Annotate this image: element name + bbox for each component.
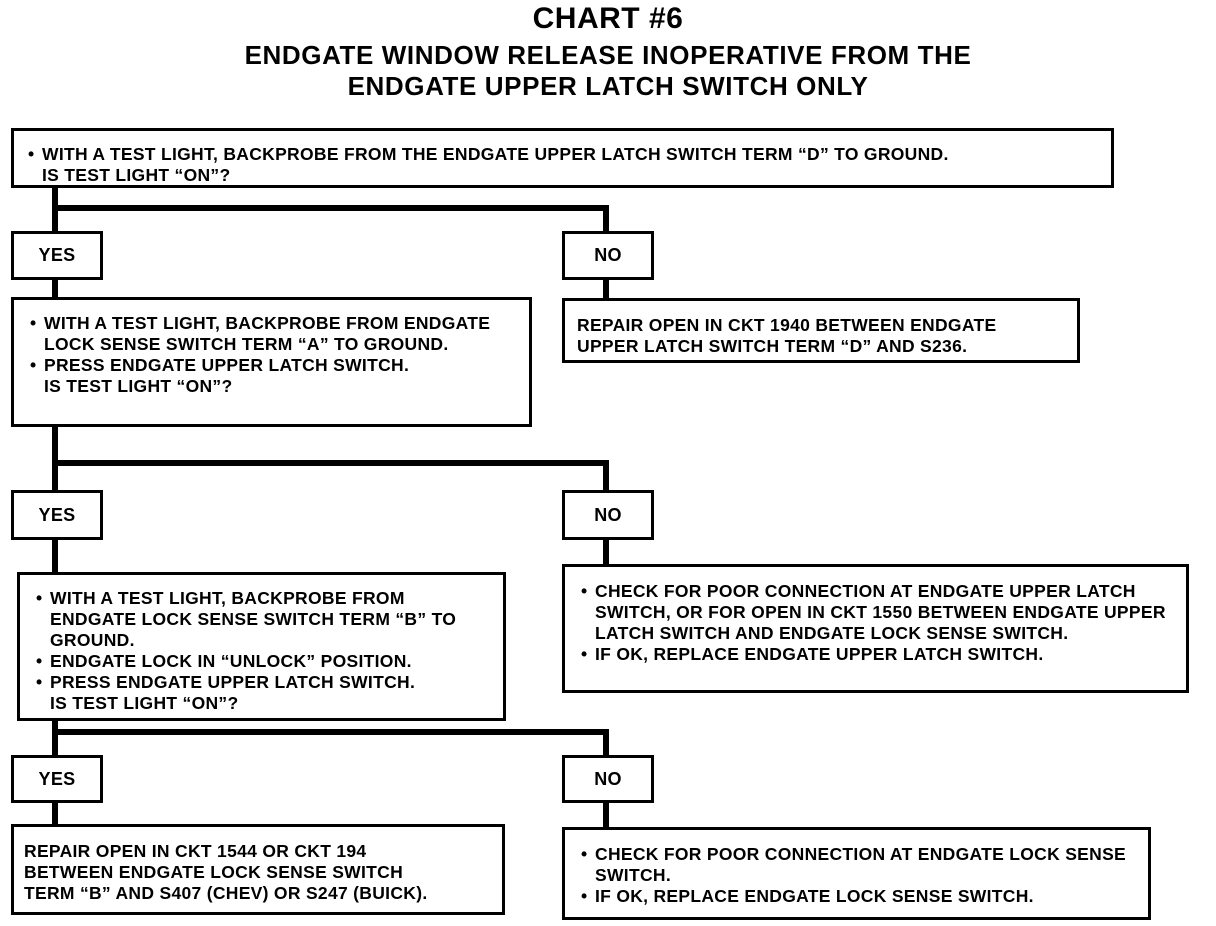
connector (52, 278, 58, 299)
connector (52, 719, 58, 757)
connector (603, 278, 609, 300)
connector (603, 538, 609, 566)
no3-result-2: IF OK, REPLACE ENDGATE LOCK SENSE SWITCH… (579, 886, 1138, 907)
no3-result-box: CHECK FOR POOR CONNECTION AT ENDGATE LOC… (562, 827, 1151, 920)
connector (52, 460, 609, 466)
step2-box: WITH A TEST LIGHT, BACKPROBE FROM ENDGAT… (11, 297, 532, 427)
step2-question: IS TEST LIGHT “ON”? (44, 376, 233, 396)
no1-result-line-2: UPPER LATCH SWITCH TERM “D” AND S236. (577, 336, 968, 356)
no-label-3: NO (562, 755, 654, 803)
connector (52, 538, 58, 574)
yes-label-3: YES (11, 755, 103, 803)
no1-result-box: REPAIR OPEN IN CKT 1940 BETWEEN ENDGATE … (562, 298, 1080, 363)
no2-result-1: CHECK FOR POOR CONNECTION AT ENDGATE UPP… (579, 581, 1176, 644)
connector (52, 729, 609, 735)
step3-question: IS TEST LIGHT “ON”? (50, 693, 239, 713)
step2-instruction-1: WITH A TEST LIGHT, BACKPROBE FROM ENDGAT… (28, 313, 519, 355)
connector (52, 425, 58, 492)
connector (603, 205, 609, 233)
chart-title: CHART #6 (532, 2, 684, 35)
connector (52, 205, 609, 211)
yes-label-2: YES (11, 490, 103, 540)
connector (603, 801, 609, 829)
yes3-result-box: REPAIR OPEN IN CKT 1544 OR CKT 194 BETWE… (11, 824, 505, 915)
step3-instruction-3: PRESS ENDGATE UPPER LATCH SWITCH. (34, 672, 493, 693)
no3-result-1: CHECK FOR POOR CONNECTION AT ENDGATE LOC… (579, 844, 1138, 886)
step2-instruction-2: PRESS ENDGATE UPPER LATCH SWITCH. (28, 355, 519, 376)
connector (52, 801, 58, 826)
step3-instruction-2: ENDGATE LOCK IN “UNLOCK” POSITION. (34, 651, 493, 672)
step1-box: WITH A TEST LIGHT, BACKPROBE FROM THE EN… (11, 128, 1114, 188)
step1-question: IS TEST LIGHT “ON”? (42, 165, 231, 185)
yes3-result-line-3: TERM “B” AND S407 (CHEV) OR S247 (BUICK)… (24, 883, 428, 903)
step3-instruction-1: WITH A TEST LIGHT, BACKPROBE FROM ENDGAT… (34, 588, 493, 651)
no2-result-2: IF OK, REPLACE ENDGATE UPPER LATCH SWITC… (579, 644, 1176, 665)
no1-result-line-1: REPAIR OPEN IN CKT 1940 BETWEEN ENDGATE (577, 315, 997, 335)
connector (603, 729, 609, 757)
subtitle-line-1: ENDGATE WINDOW RELEASE INOPERATIVE FROM … (244, 40, 972, 70)
yes-label-1: YES (11, 231, 103, 280)
yes3-result-line-1: REPAIR OPEN IN CKT 1544 OR CKT 194 (24, 841, 367, 861)
chart-subtitle: ENDGATE WINDOW RELEASE INOPERATIVE FROM … (0, 40, 1216, 102)
no2-result-box: CHECK FOR POOR CONNECTION AT ENDGATE UPP… (562, 564, 1189, 693)
no-label-2: NO (562, 490, 654, 540)
step1-instruction: WITH A TEST LIGHT, BACKPROBE FROM THE EN… (26, 144, 1099, 165)
connector (603, 460, 609, 492)
no-label-1: NO (562, 231, 654, 280)
yes3-result-line-2: BETWEEN ENDGATE LOCK SENSE SWITCH (24, 862, 404, 882)
step3-box: WITH A TEST LIGHT, BACKPROBE FROM ENDGAT… (17, 572, 506, 721)
subtitle-line-2: ENDGATE UPPER LATCH SWITCH ONLY (347, 71, 869, 101)
